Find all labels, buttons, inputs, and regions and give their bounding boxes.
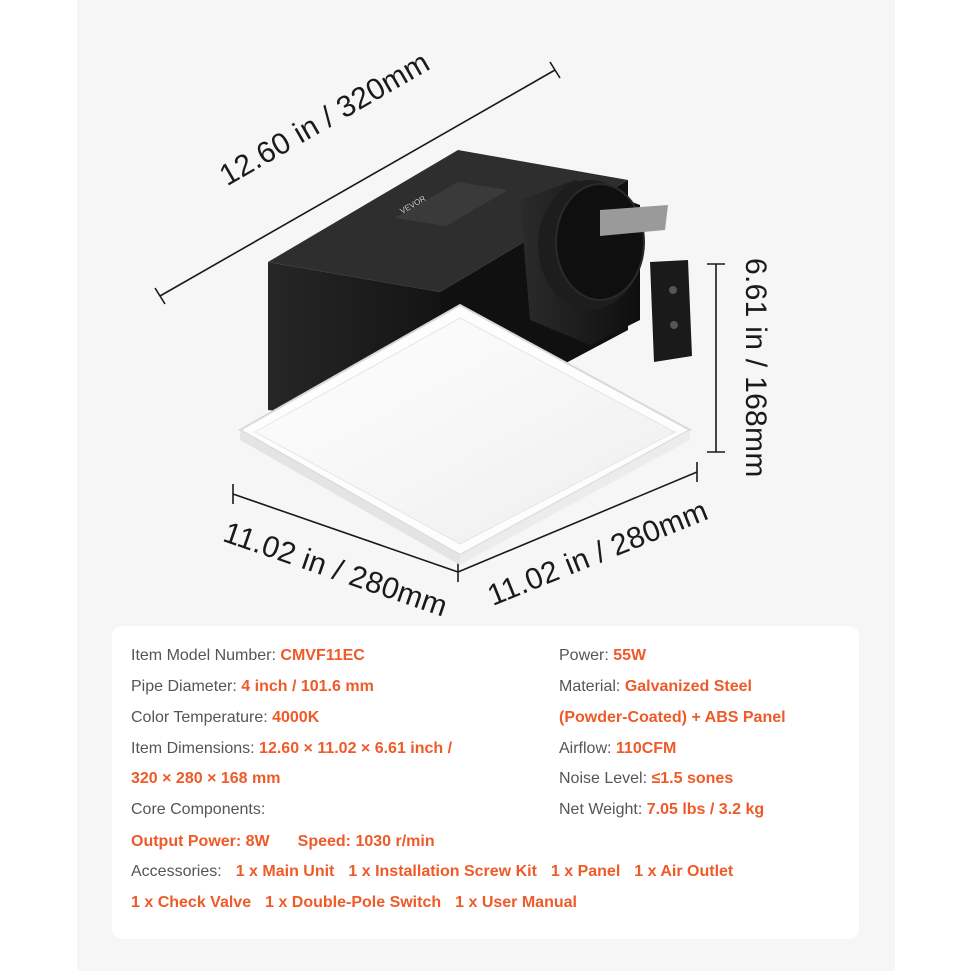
spec-card [112,626,859,939]
spec-item-dimensions: Item Dimensions: 12.60 × 11.02 × 6.61 in… [131,740,453,757]
air-outlet [520,180,692,362]
spec-color-temperature: Color Temperature: 4000K [131,709,320,726]
height-dimension-label: 6.61 in / 168mm [739,258,772,478]
spec-airflow: Airflow: 110CFM [559,740,677,757]
spec-power: Power: 55W [559,647,647,664]
height-dimension-line [707,263,725,453]
spec-material: Material: Galvanized Steel [559,678,752,695]
product-illustration: VEVOR [154,61,725,582]
width-right-dimension-line [457,462,698,573]
spec-core-components: Core Components: [131,801,266,818]
length-dimension-line [154,61,561,305]
ceiling-panel [237,303,693,565]
spec-model: Item Model Number: CMVF11EC [131,647,365,664]
spec-pipe-diameter: Pipe Diameter: 4 inch / 101.6 mm [131,678,374,695]
spec-noise-level: Noise Level: ≤1.5 sones [559,770,734,787]
spec-item-dimensions-metric: 320 × 280 × 168 mm [131,770,281,787]
spec-net-weight: Net Weight: 7.05 lbs / 3.2 kg [559,801,765,818]
spec-material-cont: (Powder-Coated) + ABS Panel [559,709,786,726]
